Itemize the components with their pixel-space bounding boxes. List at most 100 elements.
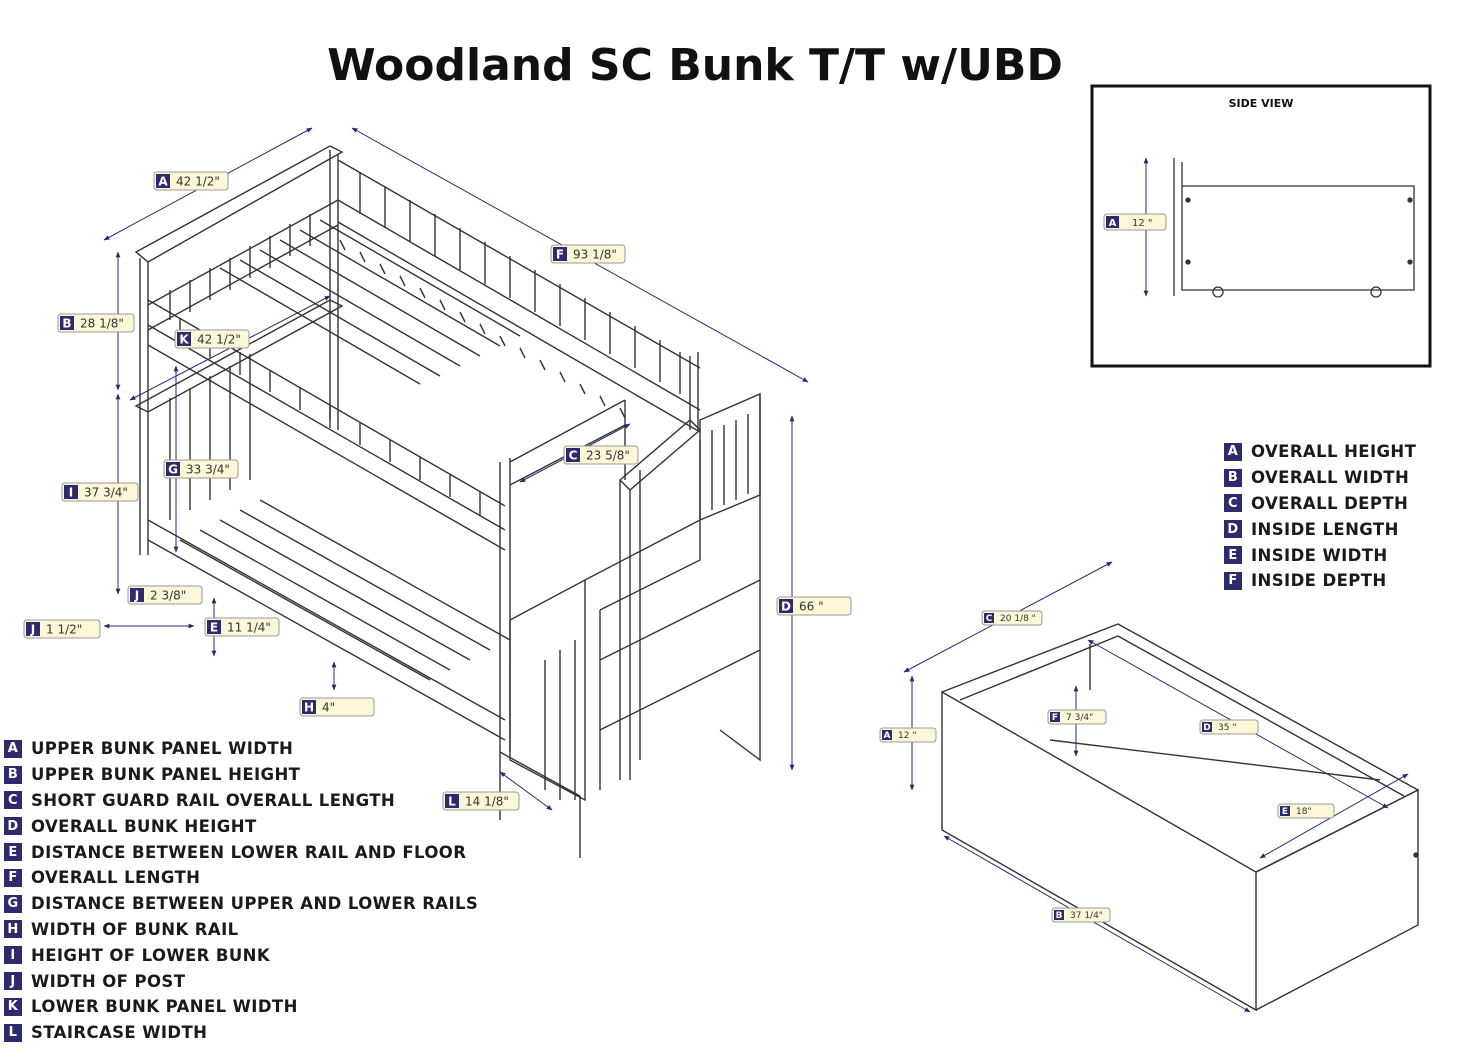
legend-item: E INSIDE WIDTH bbox=[1224, 542, 1416, 568]
legend-key: J bbox=[4, 972, 22, 991]
legend-key: D bbox=[4, 817, 22, 836]
legend-item: C OVERALL DEPTH bbox=[1224, 491, 1416, 517]
legend-item: I HEIGHT OF LOWER BUNK bbox=[4, 942, 478, 968]
legend-key: F bbox=[4, 868, 22, 887]
dimension-value: 2 3/8" bbox=[150, 588, 186, 602]
dimension-key: F bbox=[1052, 713, 1058, 723]
legend-item: J WIDTH OF POST bbox=[4, 968, 478, 994]
svg-text:12 ": 12 " bbox=[1132, 218, 1153, 229]
dimension-key: C bbox=[986, 614, 993, 624]
legend-item: F OVERALL LENGTH bbox=[4, 865, 478, 891]
dimension-key: I bbox=[69, 485, 73, 499]
drawer-right-side bbox=[1255, 788, 1419, 1011]
page-title: Woodland SC Bunk T/T w/UBD bbox=[327, 40, 1063, 91]
dimension-tag: B 37 1/4" bbox=[1051, 907, 1111, 923]
dimension-key: K bbox=[179, 332, 189, 346]
stair-handrail bbox=[618, 419, 702, 780]
legend-key: K bbox=[4, 997, 22, 1016]
legend-key: E bbox=[1224, 546, 1242, 565]
dimension-key: B bbox=[1056, 911, 1063, 921]
dimension-tag: F 7 3/4" bbox=[1047, 709, 1107, 725]
side-view-frame bbox=[1090, 84, 1432, 368]
legend-label: OVERALL DEPTH bbox=[1251, 493, 1409, 513]
legend-label: INSIDE WIDTH bbox=[1251, 545, 1388, 565]
legend-label: UPPER BUNK PANEL HEIGHT bbox=[31, 765, 301, 785]
dimension-value: 35 " bbox=[1218, 723, 1236, 733]
dimension-key: L bbox=[448, 794, 456, 808]
dimension-key: J bbox=[30, 622, 35, 636]
legend-label: SHORT GUARD RAIL OVERALL LENGTH bbox=[31, 790, 396, 810]
upper-side-rail-back bbox=[337, 159, 701, 433]
dimension-key: B bbox=[62, 316, 71, 330]
legend-key: I bbox=[4, 946, 22, 965]
lower-side-rail bbox=[147, 519, 506, 741]
foot-post bbox=[499, 352, 699, 752]
upper-headboard bbox=[134, 145, 344, 263]
dimension-value: 12 " bbox=[898, 731, 916, 741]
legend-key: C bbox=[1224, 494, 1242, 513]
dimension-tag: K 42 1/2" bbox=[174, 329, 250, 349]
drawer-dimension-lines bbox=[903, 561, 1409, 1013]
legend-label: UPPER BUNK PANEL WIDTH bbox=[31, 739, 294, 759]
legend-label: OVERALL WIDTH bbox=[1251, 468, 1410, 488]
drawer-top-edge bbox=[941, 623, 1420, 873]
legend-key: B bbox=[4, 765, 22, 784]
dimension-value: 1 1/2" bbox=[46, 622, 82, 636]
drawer-front-panel bbox=[941, 690, 1257, 1012]
legend-key: D bbox=[1224, 520, 1242, 539]
legend-label: WIDTH OF POST bbox=[31, 971, 186, 991]
legend-label: DISTANCE BETWEEN LOWER RAIL AND FLOOR bbox=[31, 842, 467, 862]
staircase bbox=[509, 395, 761, 802]
dimension-value: 42 1/2" bbox=[176, 174, 220, 188]
legend-label: HEIGHT OF LOWER BUNK bbox=[31, 945, 271, 965]
dimension-key: E bbox=[210, 620, 218, 634]
legend-label: WIDTH OF BUNK RAIL bbox=[31, 919, 239, 939]
legend-key: L bbox=[4, 1023, 22, 1042]
legend-item: E DISTANCE BETWEEN LOWER RAIL AND FLOOR bbox=[4, 839, 478, 865]
dimension-value: 42 1/2" bbox=[197, 332, 241, 346]
legend-label: INSIDE DEPTH bbox=[1251, 571, 1387, 591]
dimension-tag: D 35 " bbox=[1199, 719, 1259, 735]
legend-label: OVERALL HEIGHT bbox=[1251, 442, 1417, 462]
legend-key: E bbox=[4, 843, 22, 862]
dimension-value: 37 1/4" bbox=[1070, 911, 1103, 921]
dimension-key: D bbox=[1203, 723, 1210, 733]
drawer-drawing bbox=[941, 623, 1420, 1012]
dimension-value: 7 3/4" bbox=[1066, 713, 1093, 723]
dimension-value: 11 1/4" bbox=[227, 620, 271, 634]
legend-label: LOWER BUNK PANEL WIDTH bbox=[31, 997, 298, 1017]
legend-label: OVERALL LENGTH bbox=[31, 868, 201, 888]
head-post-right bbox=[329, 150, 339, 430]
dimension-key: C bbox=[569, 448, 578, 462]
side-view-drawer bbox=[1173, 158, 1415, 296]
dimension-key: D bbox=[781, 599, 791, 613]
dimension-value: 33 3/4" bbox=[186, 462, 230, 476]
dimension-key: F bbox=[556, 247, 564, 261]
dimension-value: 14 1/8" bbox=[465, 794, 509, 808]
dimension-key: H bbox=[304, 700, 314, 714]
upper-guard-rail bbox=[509, 399, 626, 486]
dimension-value: 4" bbox=[322, 700, 335, 714]
dimension-tag: J 1 1/2" bbox=[23, 619, 101, 639]
legend-label: STAIRCASE WIDTH bbox=[31, 1023, 208, 1043]
